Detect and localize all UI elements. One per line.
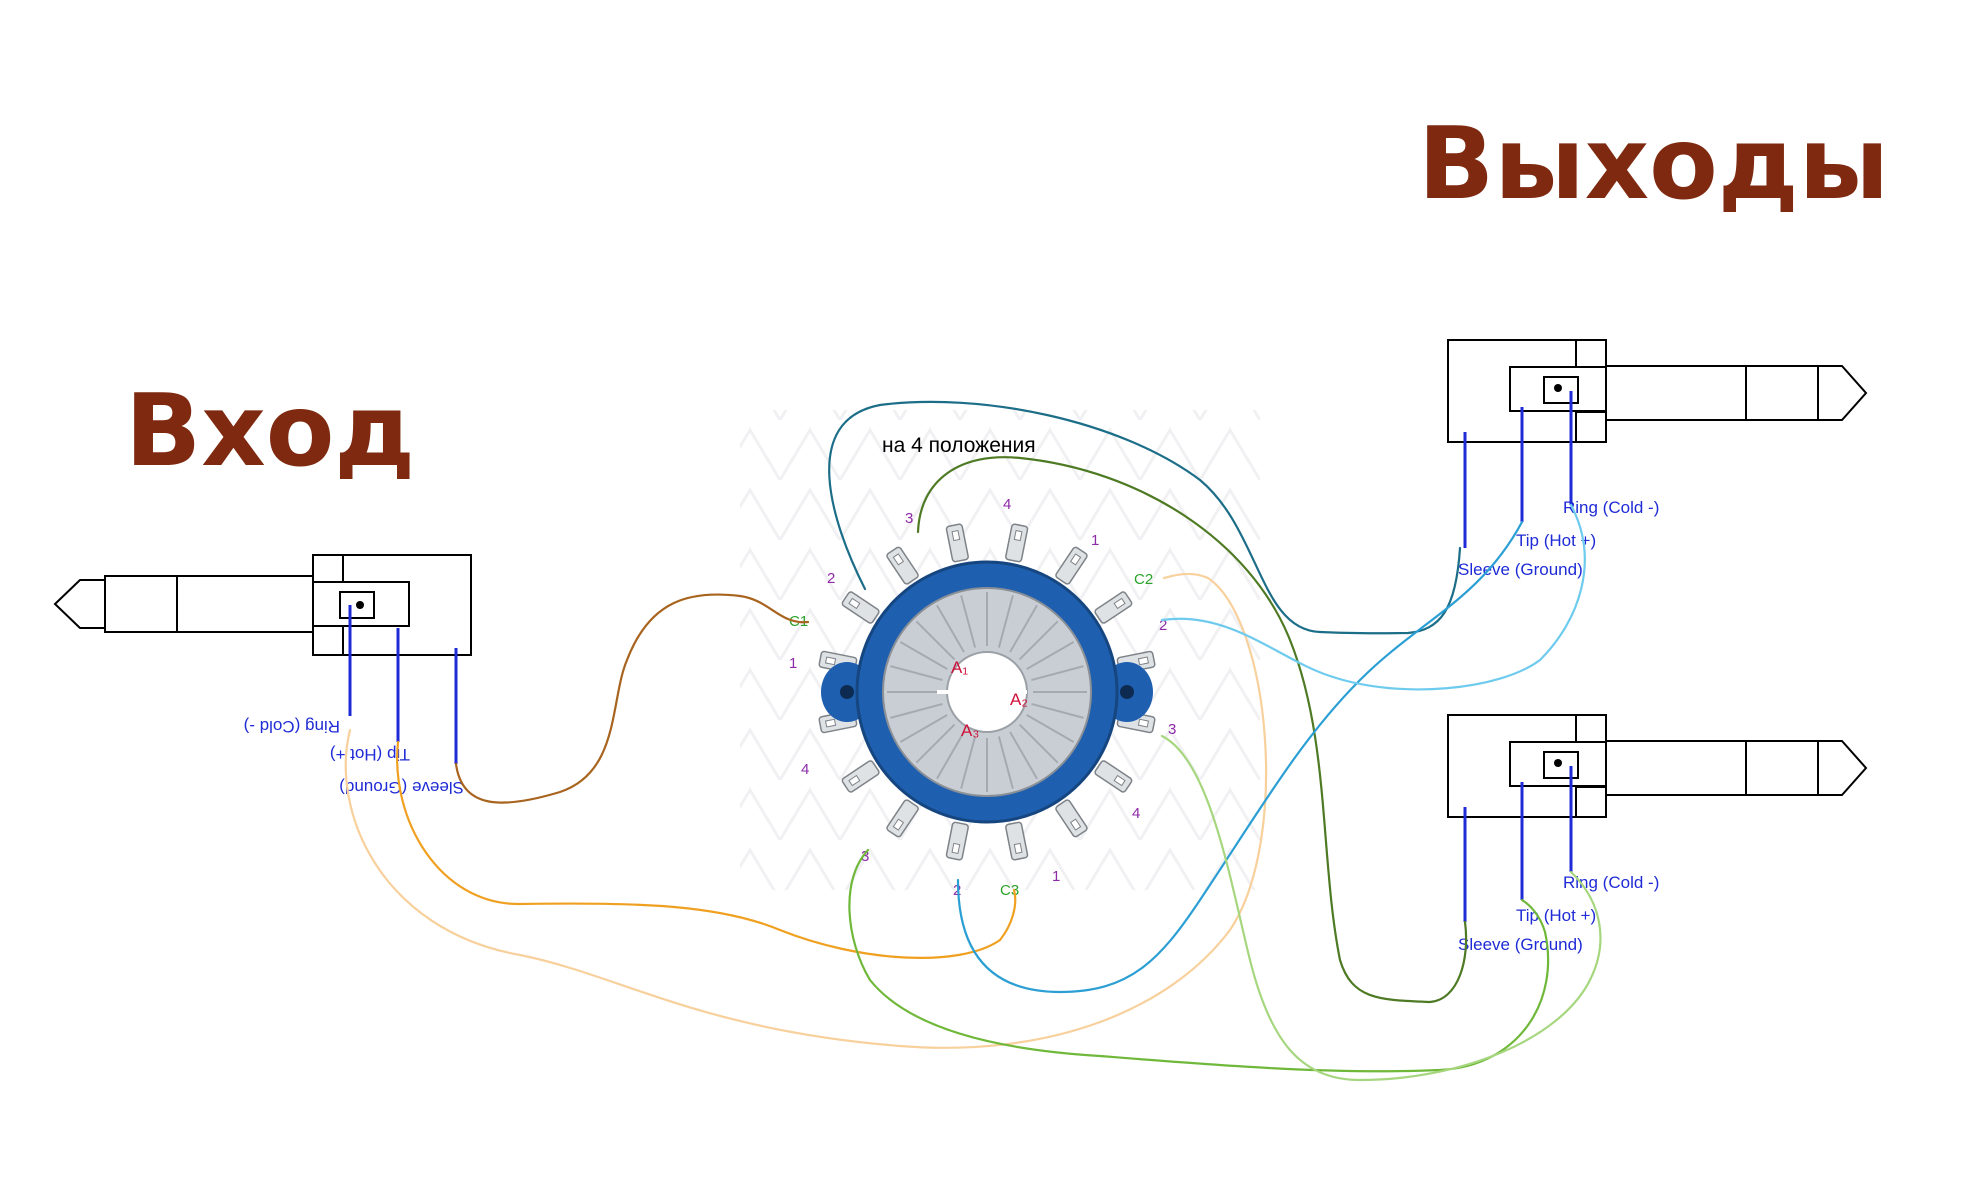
input-title: Вход xyxy=(125,372,415,489)
switch-solder-lug xyxy=(945,821,969,861)
switch-caption: на 4 положения xyxy=(882,434,1036,457)
output2-jack-lug xyxy=(1575,786,1607,818)
pin-label-1-bottom: 1 xyxy=(1052,868,1060,885)
pin-label-c3: C3 xyxy=(1000,882,1019,899)
wire-orange-tip-c3 xyxy=(396,740,1017,959)
wire-blue-out1-tip xyxy=(956,520,1524,994)
wire-teal-out1-sleeve xyxy=(828,400,1462,635)
output1-plug-shaft-front xyxy=(1745,365,1819,421)
switch-solder-lug xyxy=(841,591,880,624)
switch-wafer-contact xyxy=(1009,731,1038,780)
output2-plug-shaft-front xyxy=(1745,740,1819,796)
input-jack-pin-dot xyxy=(356,601,364,609)
switch-solder-lug xyxy=(1094,760,1133,793)
switch-wafer-contact xyxy=(890,665,943,682)
output-jack-2: Ring (Cold -) Tip (Hot +) Sleeve (Ground… xyxy=(1447,714,1868,954)
input-jack-lug xyxy=(312,554,344,586)
output2-plug-shaft xyxy=(1605,740,1747,796)
output2-sleeve-label: Sleeve (Ground) xyxy=(1458,935,1583,954)
switch-solder-lug xyxy=(1055,546,1088,585)
outputs-title: Выходы xyxy=(1418,105,1889,222)
input-jack-lug xyxy=(312,624,344,656)
pin-label-c2: C2 xyxy=(1134,571,1153,588)
common-label-a1: A₁ xyxy=(951,658,968,677)
pin-label-4-bottom-right: 4 xyxy=(1132,805,1140,822)
output1-plug-shaft xyxy=(1605,365,1747,421)
switch-wafer-contact xyxy=(960,595,977,648)
switch-wafer-contact xyxy=(1031,702,1084,719)
output1-sleeve-label: Sleeve (Ground) xyxy=(1458,560,1583,579)
input-sleeve-label: Sleeve (Ground) xyxy=(339,778,464,797)
switch-wafer-contact xyxy=(890,702,943,719)
switch-solder-lug xyxy=(886,799,919,838)
output1-tip-label: Tip (Hot +) xyxy=(1516,531,1596,550)
switch-solder-lug xyxy=(1094,591,1133,624)
input-tip-label: Tip (Hot +) xyxy=(330,745,410,764)
pin-label-1-top-right: 1 xyxy=(1091,532,1099,549)
switch-mount-hole xyxy=(1120,685,1134,699)
output2-jack-pin-dot xyxy=(1554,759,1562,767)
output2-tip-label: Tip (Hot +) xyxy=(1516,906,1596,925)
switch-wafer-contact xyxy=(899,641,948,670)
switch-solder-lug xyxy=(1055,799,1088,838)
output1-jack-pin-dot xyxy=(1554,384,1562,392)
switch-wafer-contact xyxy=(1031,665,1084,682)
output2-jack-lug xyxy=(1575,714,1607,746)
common-label-a3: A₃ xyxy=(961,721,979,740)
pin-label-3-bottom-left: 3 xyxy=(861,848,869,865)
input-plug-shaft-front xyxy=(104,575,178,633)
pin-label-2-right: 2 xyxy=(1159,617,1167,634)
pin-label-3-right: 3 xyxy=(1168,721,1176,738)
wire-brown-sleeve-c1 xyxy=(454,593,810,804)
wire-green-out2-tip xyxy=(848,848,1550,1073)
switch-wafer-contact xyxy=(1026,641,1075,670)
wires xyxy=(344,400,1602,1082)
output2-plug-tip xyxy=(1817,740,1868,796)
rotary-switch xyxy=(818,523,1156,861)
pin-label-1-left: 1 xyxy=(789,655,797,672)
wire-lightgreen-out2-ring xyxy=(1160,734,1602,1082)
output1-plug-tip xyxy=(1817,365,1868,421)
output1-jack-lug xyxy=(1575,339,1607,371)
pin-label-4-top: 4 xyxy=(1003,496,1011,513)
switch-wafer-contact xyxy=(915,620,956,661)
switch-wafer-contact xyxy=(1026,714,1075,743)
switch-wafer-contact xyxy=(1018,723,1059,764)
switch-wafer-contact xyxy=(915,723,956,764)
switch-wafer-contact xyxy=(960,736,977,789)
input-plug-tip xyxy=(53,579,106,629)
pin-label-2-top-left: 2 xyxy=(827,570,835,587)
common-label-a2: A₂ xyxy=(1010,690,1028,709)
switch-wafer-contact xyxy=(936,604,965,653)
switch-solder-lug xyxy=(1005,523,1029,563)
switch-wafer-contact xyxy=(1009,604,1038,653)
output1-ring-label: Ring (Cold -) xyxy=(1563,498,1659,517)
output2-ring-label: Ring (Cold -) xyxy=(1563,873,1659,892)
switch-lugs xyxy=(818,523,1156,861)
switch-wafer-contacts xyxy=(887,592,1087,792)
switch-wafer-contact xyxy=(899,714,948,743)
output-jack-1: Ring (Cold -) Tip (Hot +) Sleeve (Ground… xyxy=(1447,339,1868,579)
wire-sky-out1-ring xyxy=(1160,503,1586,691)
input-ring-label: Ring (Cold -) xyxy=(244,717,340,736)
pin-label-3-top: 3 xyxy=(905,510,913,527)
switch-wafer-contact xyxy=(1018,620,1059,661)
switch-wafer-contact xyxy=(997,736,1014,789)
input-jack: Ring (Cold -) Tip (Hot +) Sleeve (Ground… xyxy=(53,554,472,797)
switch-solder-lug xyxy=(841,760,880,793)
switch-solder-lug xyxy=(1005,821,1029,861)
switch-wafer-contact xyxy=(997,595,1014,648)
switch-wafer-contact xyxy=(936,731,965,780)
switch-solder-lug xyxy=(945,523,969,563)
switch-solder-lug xyxy=(886,546,919,585)
switch-mount-hole xyxy=(840,685,854,699)
wire-olive-out2-sleeve xyxy=(916,456,1468,1004)
output1-jack-lug xyxy=(1575,411,1607,443)
input-plug-shaft xyxy=(176,575,316,633)
pin-label-4-left: 4 xyxy=(801,761,809,778)
